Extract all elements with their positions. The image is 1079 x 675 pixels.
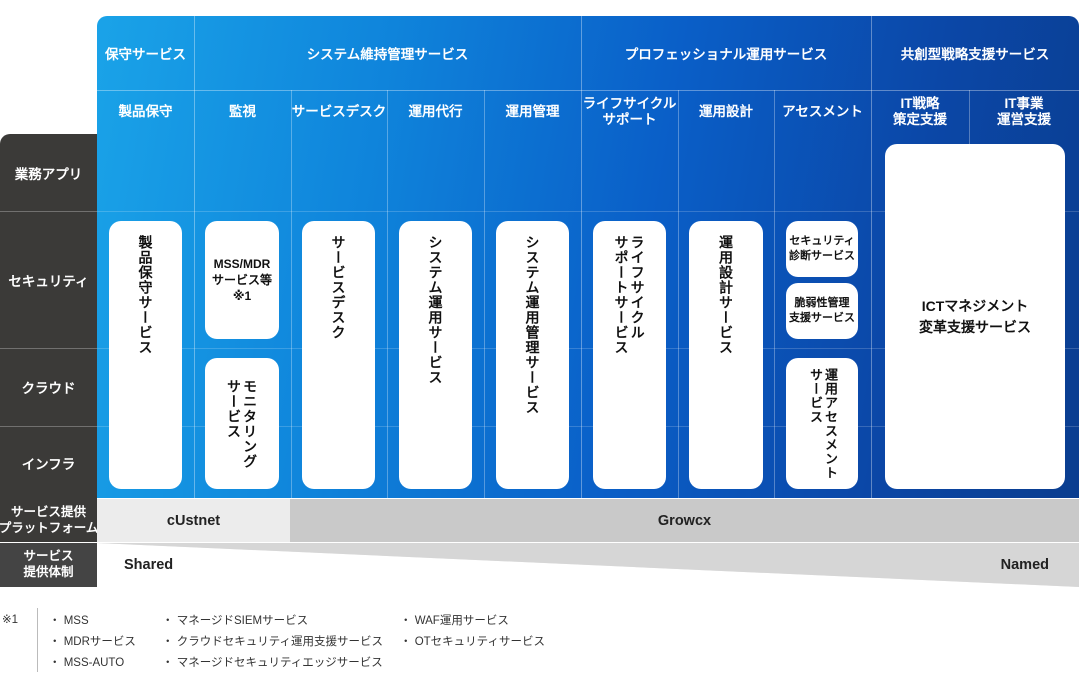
card-operation-assessment-service: 運用アセスメント サービス xyxy=(786,358,858,489)
row-divider xyxy=(97,211,1079,212)
category-maintenance: 保守サービス xyxy=(105,47,186,62)
platform-growcx: Growcx xyxy=(290,499,1079,542)
card-mss-mdr-service: MSS/MDR サービス等 ※1 xyxy=(205,221,279,339)
card-label: セキュリティ 診断サービス xyxy=(789,235,855,262)
sub-product-maintenance: 製品保守 xyxy=(118,103,173,119)
subcolumn-divider xyxy=(484,90,485,498)
footnote-item: ・ マネージドSIEMサービス xyxy=(162,615,309,627)
row-label-infra: インフラ xyxy=(21,456,76,472)
platform-custnet: cUstnet xyxy=(97,499,290,542)
card-system-operation-service: システム運用サービス xyxy=(399,221,472,489)
row-label-security: セキュリティ xyxy=(8,273,89,289)
service-matrix: 保守サービス システム維持管理サービス プロフェッショナル運用サービス 共創型戦… xyxy=(97,16,1079,498)
card-label: ICTマネジメント 変革支援サービス xyxy=(919,297,1031,335)
row-divider xyxy=(0,348,97,349)
card-service-desk: サービスデスク xyxy=(302,221,375,489)
category-system-maintenance: システム維持管理サービス xyxy=(306,47,469,62)
sub-it-strategy: IT戦略 策定支援 xyxy=(893,95,947,127)
sub-assessment: アセスメント xyxy=(782,103,863,119)
card-product-maintenance-service: 製品保守サービス xyxy=(109,221,182,489)
footnote-divider xyxy=(37,608,38,672)
card-security-diagnosis-service: セキュリティ 診断サービス xyxy=(786,221,858,277)
subcolumn-divider xyxy=(387,90,388,498)
card-label: システム運用サービス xyxy=(427,235,444,385)
sub-it-business: IT事業 運営支援 xyxy=(997,95,1051,127)
row-divider xyxy=(0,211,97,212)
subcolumn-divider xyxy=(678,90,679,498)
card-label: システム運用管理サービス xyxy=(524,235,541,415)
sub-operation-design: 運用設計 xyxy=(699,103,753,119)
subcolumn-divider xyxy=(291,90,292,498)
system-row-header: サービス 提供体制 xyxy=(0,543,97,587)
row-divider xyxy=(97,426,1079,427)
shared-named-gradient xyxy=(97,543,1079,587)
card-ict-management-service: ICTマネジメント 変革支援サービス xyxy=(885,144,1065,489)
footnote-item: ・ MSS-AUTO xyxy=(49,657,125,669)
named-wedge xyxy=(97,543,1079,587)
card-monitoring-service: モニタリング サービス xyxy=(205,358,279,489)
column-divider xyxy=(871,16,872,498)
card-label: 脆弱性管理 支援サービス xyxy=(789,297,855,324)
card-label: サービスデスク xyxy=(330,235,347,340)
row-divider xyxy=(97,348,1079,349)
sub-operation-management: 運用管理 xyxy=(505,103,560,119)
card-operation-design-service: 運用設計サービス xyxy=(689,221,763,489)
footnote-item: ・ クラウドセキュリティ運用支援サービス xyxy=(162,636,384,648)
sub-lifecycle-support: ライフサイクル サポート xyxy=(582,95,677,127)
row-header-column: 業務アプリ セキュリティ クラウド インフラ xyxy=(0,134,97,499)
footnote-item: ・ マネージドセキュリティエッジサービス xyxy=(162,657,383,669)
system-band: Shared Named xyxy=(97,543,1079,587)
card-label: ライフサイクル サポートサービス xyxy=(613,235,646,355)
card-vulnerability-management-service: 脆弱性管理 支援サービス xyxy=(786,283,858,339)
row-label-cloud: クラウド xyxy=(21,381,76,396)
card-label: MSS/MDR サービス等 ※1 xyxy=(211,256,272,304)
category-co-creation-strategy: 共創型戦略支援サービス xyxy=(900,47,1050,62)
subcolumn-divider xyxy=(969,90,970,144)
footnote-item: ・ WAF運用サービス xyxy=(400,615,509,627)
sub-monitoring: 監視 xyxy=(229,103,256,119)
sub-operation-agency: 運用代行 xyxy=(408,103,463,119)
named-label: Named xyxy=(1000,557,1049,573)
footnote-item: ・ OTセキュリティサービス xyxy=(400,636,545,648)
header-divider xyxy=(97,90,1079,91)
card-label: モニタリング サービス xyxy=(226,378,259,469)
shared-label: Shared xyxy=(124,557,174,573)
sub-service-desk: サービスデスク xyxy=(291,103,387,119)
footnote-mark: ※1 xyxy=(2,614,19,626)
footnote-item: ・ MSS xyxy=(49,615,89,627)
row-divider xyxy=(0,426,97,427)
card-label: 運用設計サービス xyxy=(718,235,735,355)
row-label-business-app: 業務アプリ xyxy=(14,166,83,182)
card-system-operation-management-service: システム運用管理サービス xyxy=(496,221,569,489)
column-divider xyxy=(581,16,582,498)
card-label: 運用アセスメント サービス xyxy=(808,367,838,480)
platform-row-header: サービス提供 プラットフォーム xyxy=(0,499,98,542)
footnote-item: ・ MDRサービス xyxy=(49,636,136,648)
subcolumn-divider xyxy=(774,90,775,498)
category-professional-ops: プロフェッショナル運用サービス xyxy=(624,47,828,62)
card-label: 製品保守サービス xyxy=(137,235,154,355)
card-lifecycle-support-service: ライフサイクル サポートサービス xyxy=(593,221,666,489)
column-divider xyxy=(194,16,195,498)
